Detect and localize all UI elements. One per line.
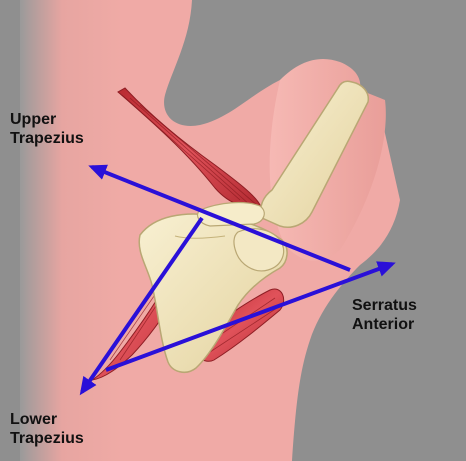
serratus-anterior-arrow (105, 261, 396, 372)
upper-trapezius-label-line1: Upper (10, 111, 57, 128)
lower-trapezius-label-line2: Trapezius (10, 430, 84, 447)
serratus-anterior-label-line2: Anterior (352, 316, 415, 333)
lower-trapezius-label-line1: Lower (10, 411, 58, 428)
serratus-anterior-label: Serratus Anterior (352, 296, 417, 334)
lower-trapezius-arrow (79, 216, 204, 396)
serratus-anterior-label-line1: Serratus (352, 297, 417, 314)
humerus-bone (260, 80, 370, 228)
upper-trapezius-arrow (88, 164, 351, 272)
upper-trapezius-label-line2: Trapezius (10, 130, 84, 147)
lower-trapezius-label: Lower Trapezius (10, 410, 84, 448)
upper-trapezius-label: Upper Trapezius (10, 110, 84, 148)
